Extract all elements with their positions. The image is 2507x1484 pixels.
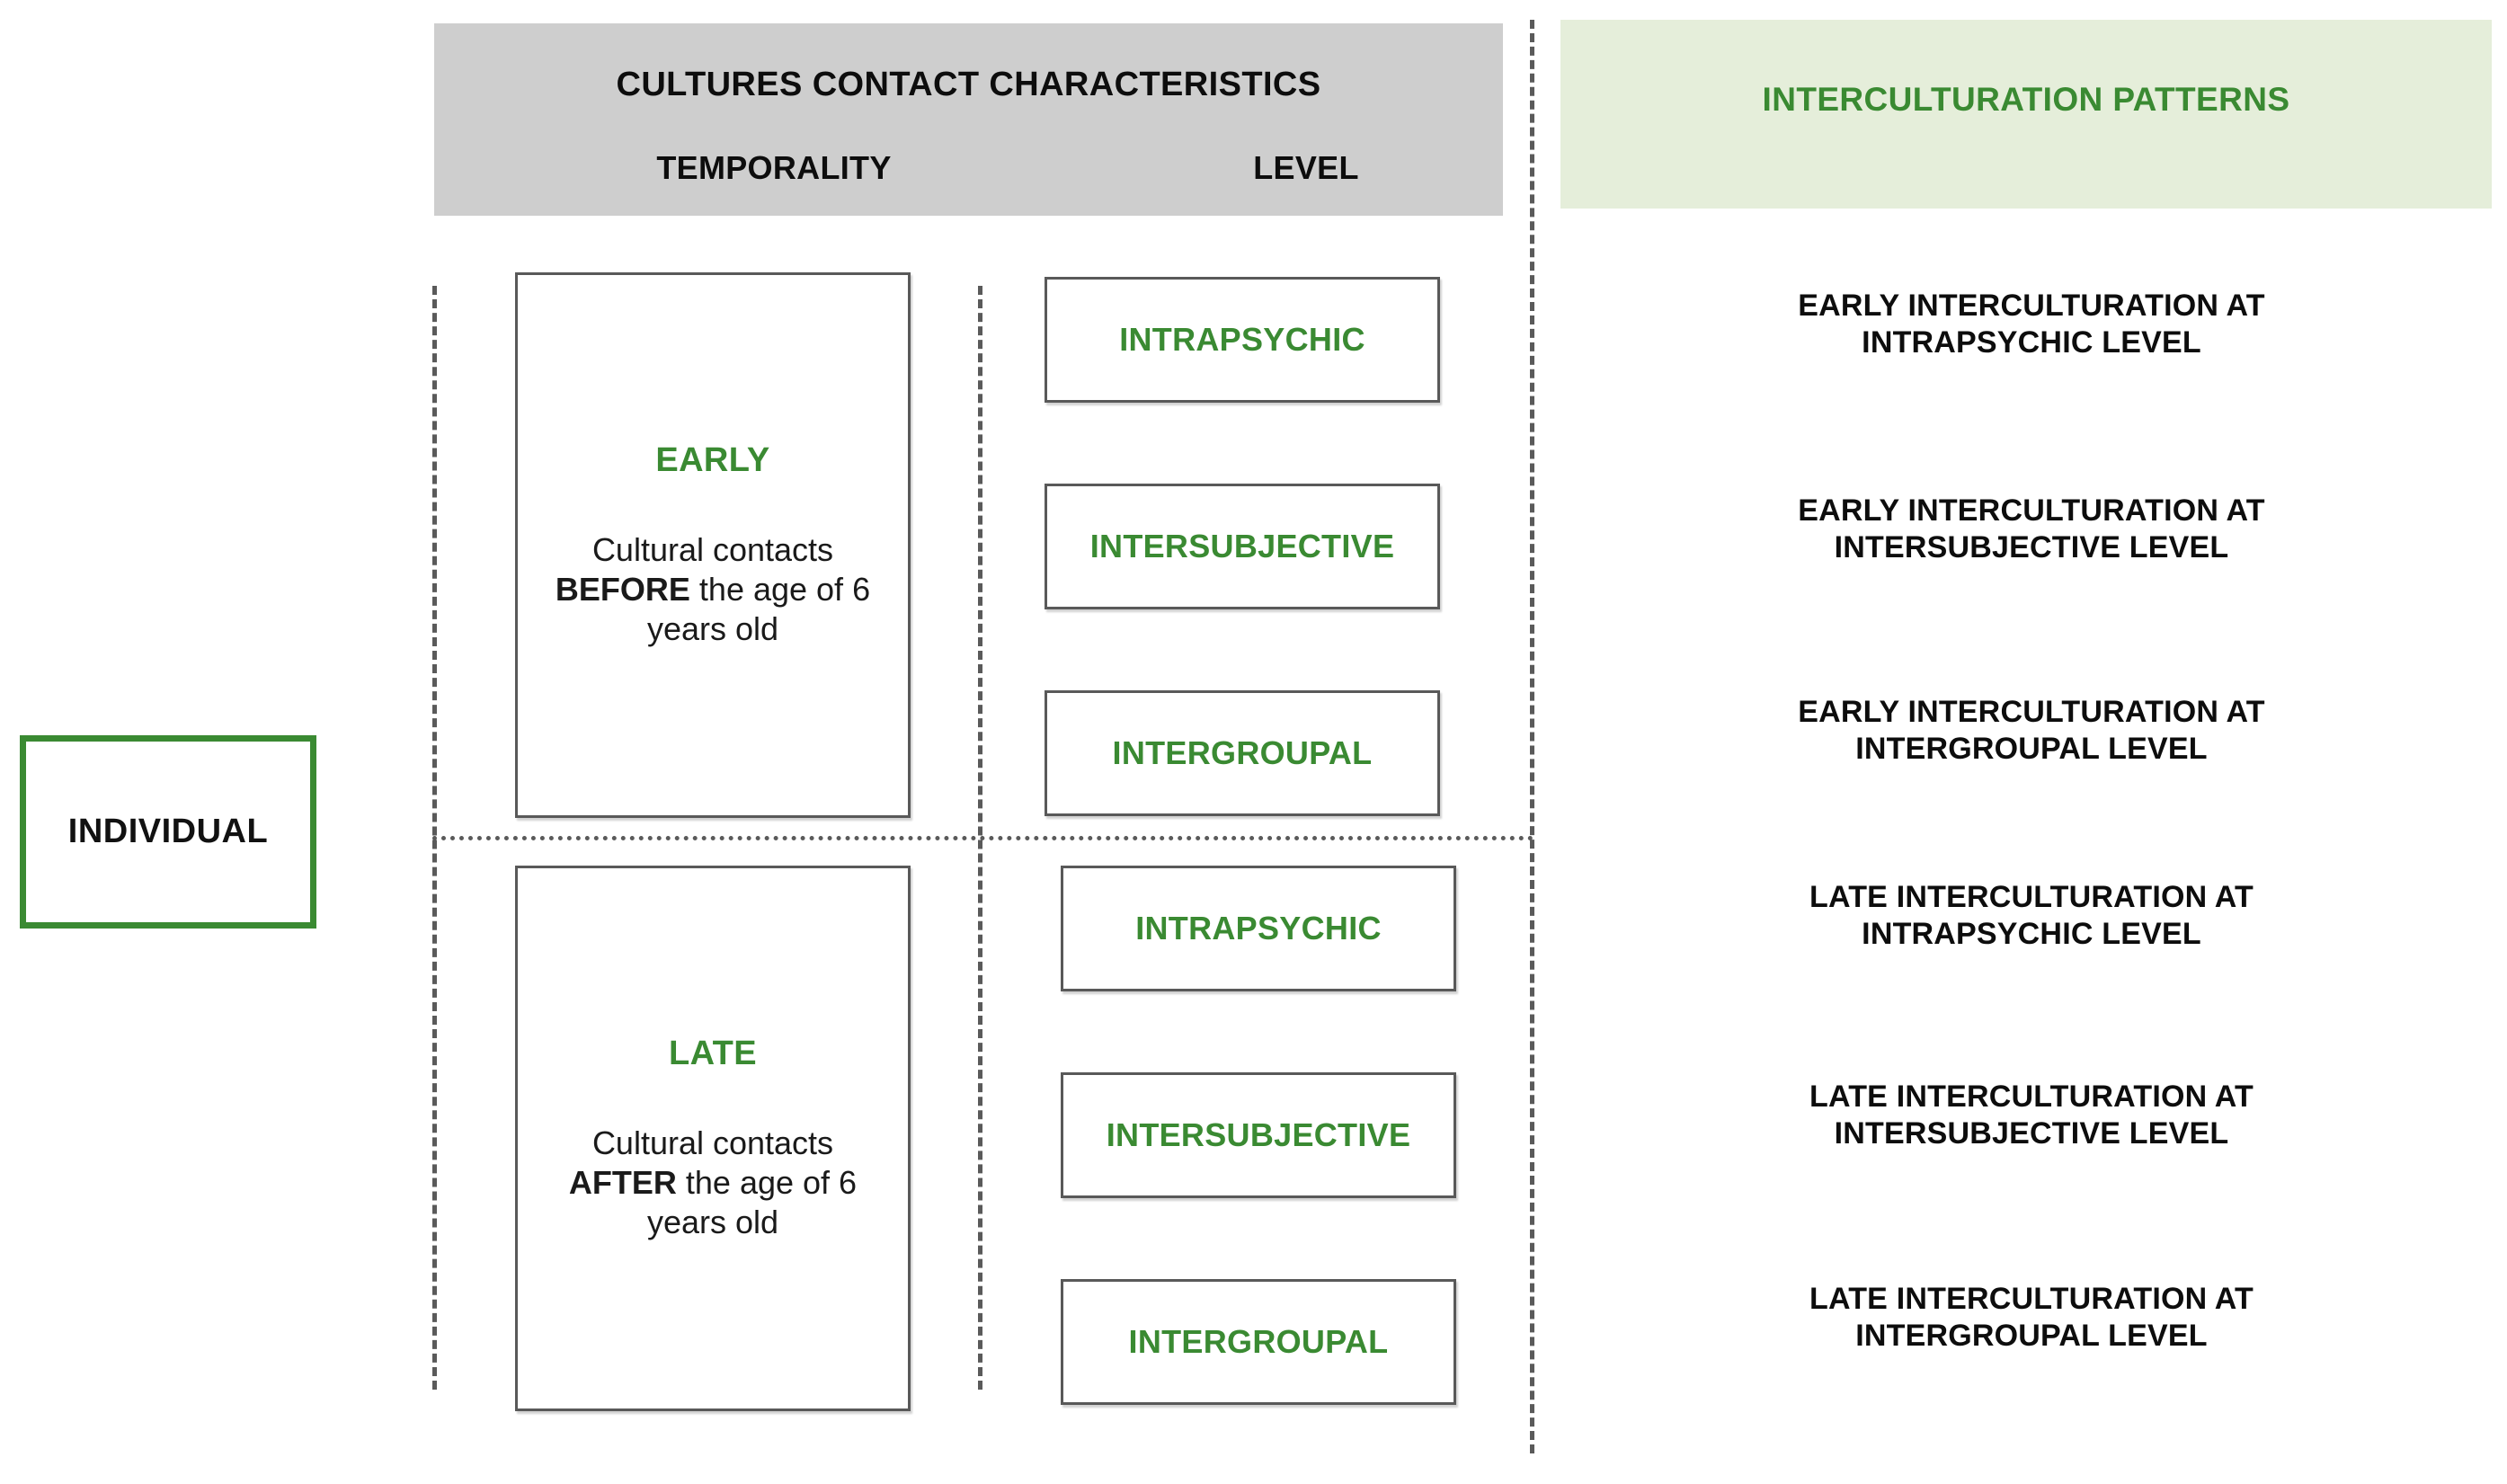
level-card-late-intersubjective[interactable]: INTERSUBJECTIVE: [1061, 1072, 1456, 1198]
divider-horizontal-early-late: [432, 836, 1534, 840]
pattern-line-2: INTERSUBJECTIVE LEVEL: [1834, 529, 2229, 564]
pattern-late-intersubjective: LATE INTERCULTURATION AT INTERSUBJECTIVE…: [1582, 1079, 2481, 1152]
temporality-desc-prefix-early: Cultural contacts: [591, 531, 834, 569]
pattern-line-1: LATE INTERCULTURATION AT: [1809, 1080, 2254, 1114]
pattern-line-1: EARLY INTERCULTURATION AT: [1798, 289, 2265, 323]
pattern-early-intergroupal: EARLY INTERCULTURATION AT INTERGROUPAL L…: [1582, 694, 2481, 768]
interculturation-patterns-header: INTERCULTURATION PATTERNS: [1560, 20, 2492, 209]
pattern-line-2: INTERGROUPAL LEVEL: [1855, 731, 2208, 766]
pattern-line-2: INTRAPSYCHIC LEVEL: [1862, 324, 2201, 360]
temporality-title-early: EARLY: [655, 441, 770, 480]
level-card-early-intergroupal[interactable]: INTERGROUPAL: [1045, 690, 1440, 816]
column-header-level: LEVEL: [1253, 149, 1359, 186]
temporality-card-early[interactable]: EARLY Cultural contacts BEFORE the age o…: [515, 272, 911, 818]
pattern-line-2: INTERSUBJECTIVE LEVEL: [1834, 1115, 2229, 1151]
contact-characteristics-title: CULTURES CONTACT CHARACTERISTICS: [616, 66, 1321, 103]
temporality-title-late: LATE: [669, 1035, 757, 1073]
pattern-line-2: INTRAPSYCHIC LEVEL: [1862, 916, 2201, 951]
temporality-card-late[interactable]: LATE Cultural contacts AFTER the age of …: [515, 866, 911, 1411]
temporality-description-late: Cultural contacts AFTER the age of 6 yea…: [518, 1124, 908, 1242]
level-label: INTRAPSYCHIC: [1135, 910, 1382, 946]
level-label: INTERGROUPAL: [1112, 734, 1373, 771]
pattern-line-1: EARLY INTERCULTURATION AT: [1798, 493, 2265, 528]
level-card-early-intrapsychic[interactable]: INTRAPSYCHIC: [1045, 277, 1440, 403]
temporality-desc-suffix-late: the age of 6 years old: [646, 1164, 858, 1240]
temporality-desc-prefix-late: Cultural contacts: [591, 1124, 834, 1162]
pattern-line-1: LATE INTERCULTURATION AT: [1809, 880, 2254, 914]
temporality-description-early: Cultural contacts BEFORE the age of 6 ye…: [518, 530, 908, 649]
column-header-temporality: TEMPORALITY: [656, 149, 892, 186]
divider-vertical-right: [1530, 20, 1534, 1453]
temporality-desc-suffix-early: the age of 6 years old: [646, 571, 871, 647]
pattern-late-intergroupal: LATE INTERCULTURATION AT INTERGROUPAL LE…: [1582, 1281, 2481, 1355]
level-label: INTERSUBJECTIVE: [1089, 528, 1395, 564]
interculturation-patterns-title: INTERCULTURATION PATTERNS: [1762, 81, 2290, 118]
pattern-line-1: LATE INTERCULTURATION AT: [1809, 1282, 2254, 1316]
level-label: INTERGROUPAL: [1128, 1323, 1389, 1360]
individual-node[interactable]: INDIVIDUAL: [20, 735, 316, 929]
level-label: INTRAPSYCHIC: [1119, 321, 1365, 358]
contact-characteristics-header: CULTURES CONTACT CHARACTERISTICS TEMPORA…: [434, 23, 1503, 216]
pattern-late-intrapsychic: LATE INTERCULTURATION AT INTRAPSYCHIC LE…: [1582, 879, 2481, 953]
pattern-early-intrapsychic: EARLY INTERCULTURATION AT INTRAPSYCHIC L…: [1582, 288, 2481, 361]
pattern-line-2: INTERGROUPAL LEVEL: [1855, 1318, 2208, 1353]
temporality-desc-strong-late: AFTER: [568, 1164, 677, 1202]
pattern-line-1: EARLY INTERCULTURATION AT: [1798, 695, 2265, 729]
level-label: INTERSUBJECTIVE: [1106, 1116, 1411, 1153]
individual-label: INDIVIDUAL: [67, 813, 269, 850]
level-card-late-intergroupal[interactable]: INTERGROUPAL: [1061, 1279, 1456, 1405]
level-card-late-intrapsychic[interactable]: INTRAPSYCHIC: [1061, 866, 1456, 991]
pattern-early-intersubjective: EARLY INTERCULTURATION AT INTERSUBJECTIV…: [1582, 493, 2481, 566]
level-card-early-intersubjective[interactable]: INTERSUBJECTIVE: [1045, 484, 1440, 609]
temporality-desc-strong-early: BEFORE: [555, 571, 690, 609]
